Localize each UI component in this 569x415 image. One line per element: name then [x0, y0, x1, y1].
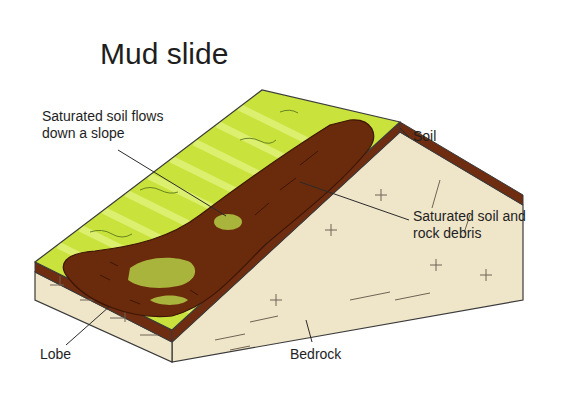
part-label: Saturated soil and rock debris	[413, 208, 535, 242]
rock-mark	[480, 269, 492, 281]
leader-line	[300, 182, 409, 220]
grass-stripes	[58, 107, 569, 415]
rock-mark	[325, 224, 337, 236]
grass-mark	[280, 110, 298, 113]
part-label: Soil	[413, 128, 493, 145]
grass-mark	[300, 248, 334, 253]
part-label: Saturated soil flows down a slope	[42, 108, 182, 142]
grass-mark	[240, 138, 276, 143]
leader-line	[400, 128, 409, 137]
strata-line	[215, 292, 430, 350]
rock-mark	[270, 294, 282, 306]
part-label: Lobe	[40, 346, 120, 363]
leader-line	[66, 306, 110, 345]
part-label: Bedrock	[290, 346, 390, 363]
leader-line	[306, 320, 312, 342]
leader-line	[118, 150, 226, 216]
grass-patch	[214, 214, 242, 230]
grass-mark	[90, 230, 132, 237]
rock-mark	[430, 259, 442, 271]
rock-mark	[375, 189, 387, 201]
leader-lines	[66, 128, 409, 345]
grass-mark	[365, 153, 379, 155]
title: Mud slide	[100, 36, 228, 72]
grass-patch	[128, 258, 195, 288]
mud-texture	[100, 151, 318, 304]
grass-mark	[250, 284, 286, 290]
soil-layer	[400, 122, 523, 205]
grass-mark	[140, 188, 178, 194]
mud-mark	[100, 151, 318, 304]
mud-flow	[63, 120, 373, 317]
grass-patch	[150, 296, 188, 305]
surface-outline	[35, 90, 400, 330]
